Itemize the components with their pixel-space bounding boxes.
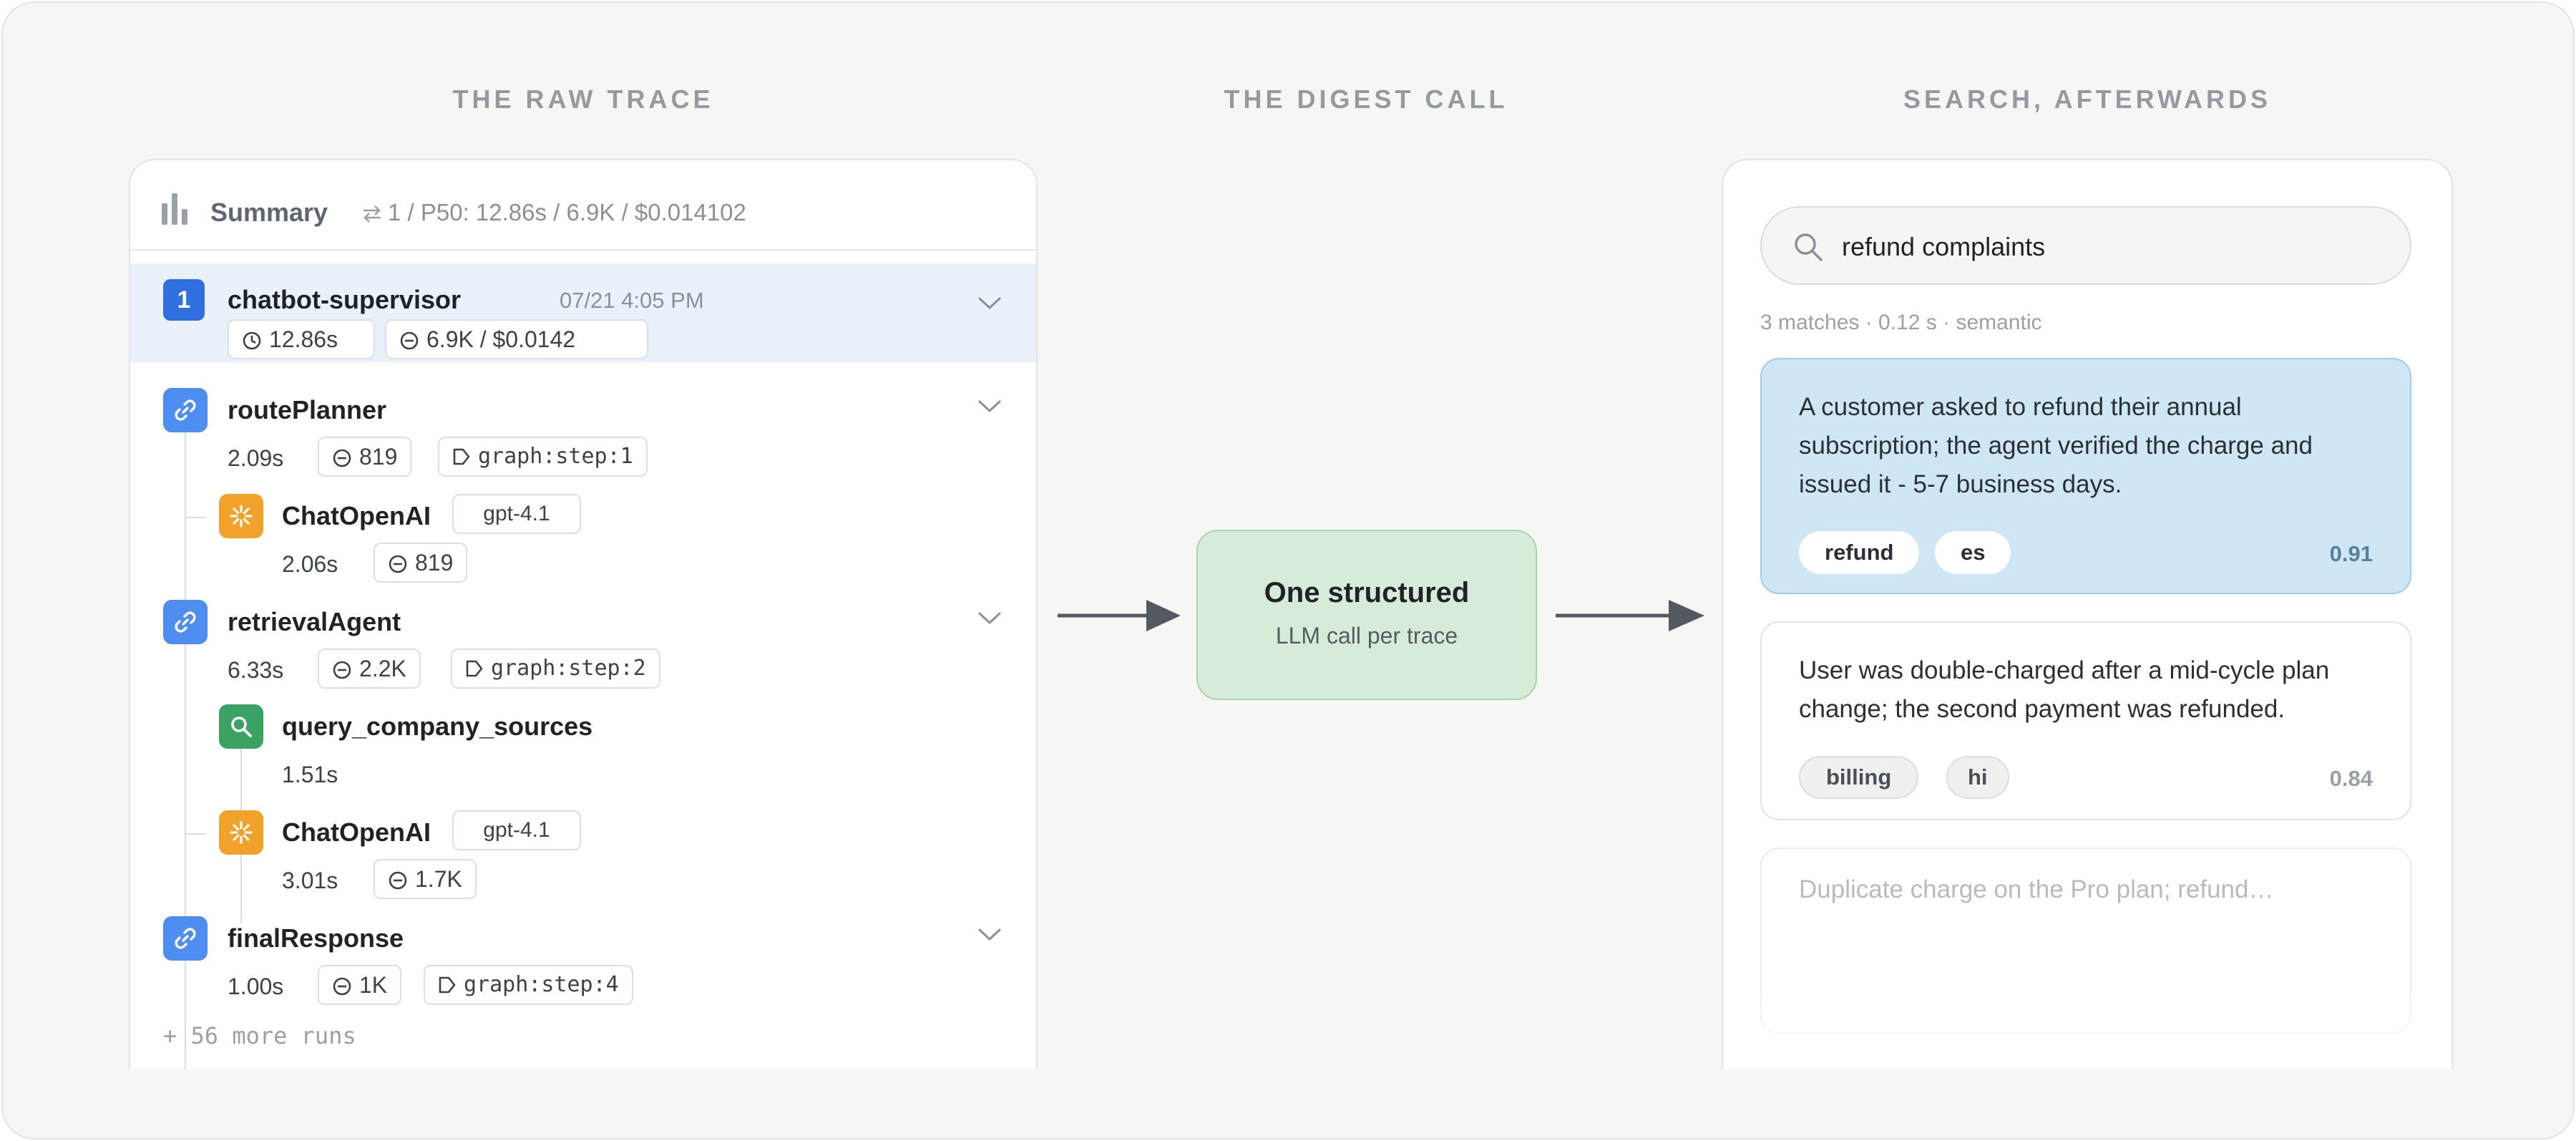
- tag-icon: [439, 976, 456, 994]
- chat-openai-tokens-chip: 819: [374, 543, 468, 583]
- retrieval-agent-duration: 6.33s: [228, 657, 284, 683]
- bar-chart-icon: [162, 193, 187, 225]
- result-tag: es: [1935, 531, 2011, 574]
- summary-meta: 1 / P50: 12.86s / 6.9K / $0.014102: [361, 199, 746, 226]
- route-planner-tokens-chip: 819: [318, 437, 412, 477]
- result-score: 0.84: [2329, 766, 2373, 791]
- link-icon: [163, 916, 208, 961]
- chevron-down-icon[interactable]: [977, 399, 1002, 414]
- digest-call-box: One structured LLM call per trace: [1196, 530, 1537, 700]
- root-run-timestamp: 07/21 4:05 PM: [560, 288, 704, 313]
- column-title-raw-trace: THE RAW TRACE: [452, 84, 714, 114]
- chat-openai-duration: 3.01s: [282, 868, 338, 893]
- more-runs-link[interactable]: + 56 more runs: [163, 1022, 356, 1049]
- model-chip: gpt-4.1: [452, 810, 581, 850]
- search-result-card[interactable]: User was double-charged after a mid-cycl…: [1760, 621, 2411, 820]
- final-response-duration: 1.00s: [228, 974, 284, 999]
- token-icon: [333, 661, 351, 679]
- search-result-card[interactable]: A customer asked to refund their annual …: [1760, 358, 2411, 594]
- result-summary: A customer asked to refund their annual …: [1799, 393, 2313, 498]
- retrieval-agent-tokens-chip: 2.2K: [318, 649, 421, 689]
- search-icon: [1795, 233, 1823, 261]
- final-response-step-tag: graph:step:4: [424, 965, 633, 1005]
- arrow-right-icon: [1058, 600, 1181, 631]
- digest-subtitle: LLM call per trace: [1275, 623, 1458, 649]
- token-icon: [400, 331, 419, 350]
- search-panel: refund complaints 3 matches · 0.12 s · s…: [1722, 159, 2453, 1069]
- token-icon: [389, 555, 407, 573]
- root-run-row[interactable]: 1 chatbot-supervisor 07/21 4:05 PM 12.86…: [130, 263, 1036, 362]
- column-title-digest-call: THE DIGEST CALL: [1224, 84, 1508, 114]
- node-name-query-company-sources[interactable]: query_company_sources: [282, 712, 593, 741]
- node-name-chat-openai[interactable]: ChatOpenAI: [282, 501, 431, 530]
- node-name-chat-openai[interactable]: ChatOpenAI: [282, 817, 431, 847]
- token-icon: [333, 977, 351, 996]
- chevron-down-icon[interactable]: [977, 611, 1002, 626]
- digest-title: One structured: [1264, 577, 1470, 608]
- summary-title: Summary: [210, 198, 328, 227]
- result-summary: User was double-charged after a mid-cycl…: [1799, 656, 2330, 723]
- tag-icon: [453, 448, 470, 465]
- tree-branch: [185, 833, 206, 835]
- node-name-final-response[interactable]: finalResponse: [228, 923, 404, 953]
- result-summary: Duplicate charge on the Pro plan; refund…: [1799, 875, 2274, 903]
- root-run-name: chatbot-supervisor: [228, 285, 462, 314]
- node-name-retrieval-agent[interactable]: retrievalAgent: [228, 607, 401, 636]
- model-chip: gpt-4.1: [452, 494, 581, 534]
- search-result-meta: 3 matches · 0.12 s · semantic: [1760, 311, 2042, 334]
- run-number-badge: 1: [163, 279, 205, 321]
- query-duration: 1.51s: [282, 762, 338, 787]
- link-icon: [163, 388, 208, 432]
- swap-arrows-icon: [364, 205, 381, 223]
- chat-openai-duration: 2.06s: [282, 551, 338, 577]
- result-tag: refund: [1799, 531, 1920, 574]
- link-icon: [163, 600, 208, 644]
- search-query: refund complaints: [1842, 232, 2046, 261]
- chevron-down-icon[interactable]: [977, 928, 1002, 942]
- openai-spark-icon: [219, 810, 263, 855]
- root-tokens-chip: 6.9K / $0.0142: [385, 319, 648, 359]
- fade-overlay: [1723, 984, 2451, 1069]
- summary-stats: 1 / P50: 12.86s / 6.9K / $0.014102: [388, 199, 746, 225]
- route-planner-duration: 2.09s: [228, 445, 284, 471]
- root-duration-chip: 12.86s: [228, 319, 375, 359]
- search-input[interactable]: refund complaints: [1760, 206, 2411, 285]
- result-tag: hi: [1946, 756, 2009, 799]
- openai-spark-icon: [219, 494, 263, 538]
- retrieval-agent-step-tag: graph:step:2: [451, 649, 660, 689]
- result-score: 0.91: [2329, 541, 2373, 566]
- column-title-search: SEARCH, AFTERWARDS: [1903, 84, 2272, 114]
- tree-line-main: [185, 418, 186, 1069]
- route-planner-step-tag: graph:step:1: [438, 437, 648, 477]
- tree-branch: [185, 517, 206, 518]
- token-icon: [333, 449, 351, 467]
- summary-header: Summary 1 / P50: 12.86s / 6.9K / $0.0141…: [130, 160, 1036, 251]
- tag-icon: [466, 660, 483, 677]
- token-icon: [389, 871, 407, 890]
- clock-icon: [243, 331, 261, 350]
- search-tool-icon: [219, 704, 263, 749]
- result-tag: billing: [1799, 756, 1919, 799]
- arrow-right-icon: [1556, 600, 1704, 631]
- raw-trace-panel: Summary 1 / P50: 12.86s / 6.9K / $0.0141…: [129, 159, 1038, 1069]
- chat-openai-tokens-chip: 1.7K: [374, 859, 477, 899]
- node-name-route-planner[interactable]: routePlanner: [228, 395, 387, 424]
- final-response-tokens-chip: 1K: [318, 965, 402, 1005]
- chevron-down-icon[interactable]: [977, 296, 1002, 311]
